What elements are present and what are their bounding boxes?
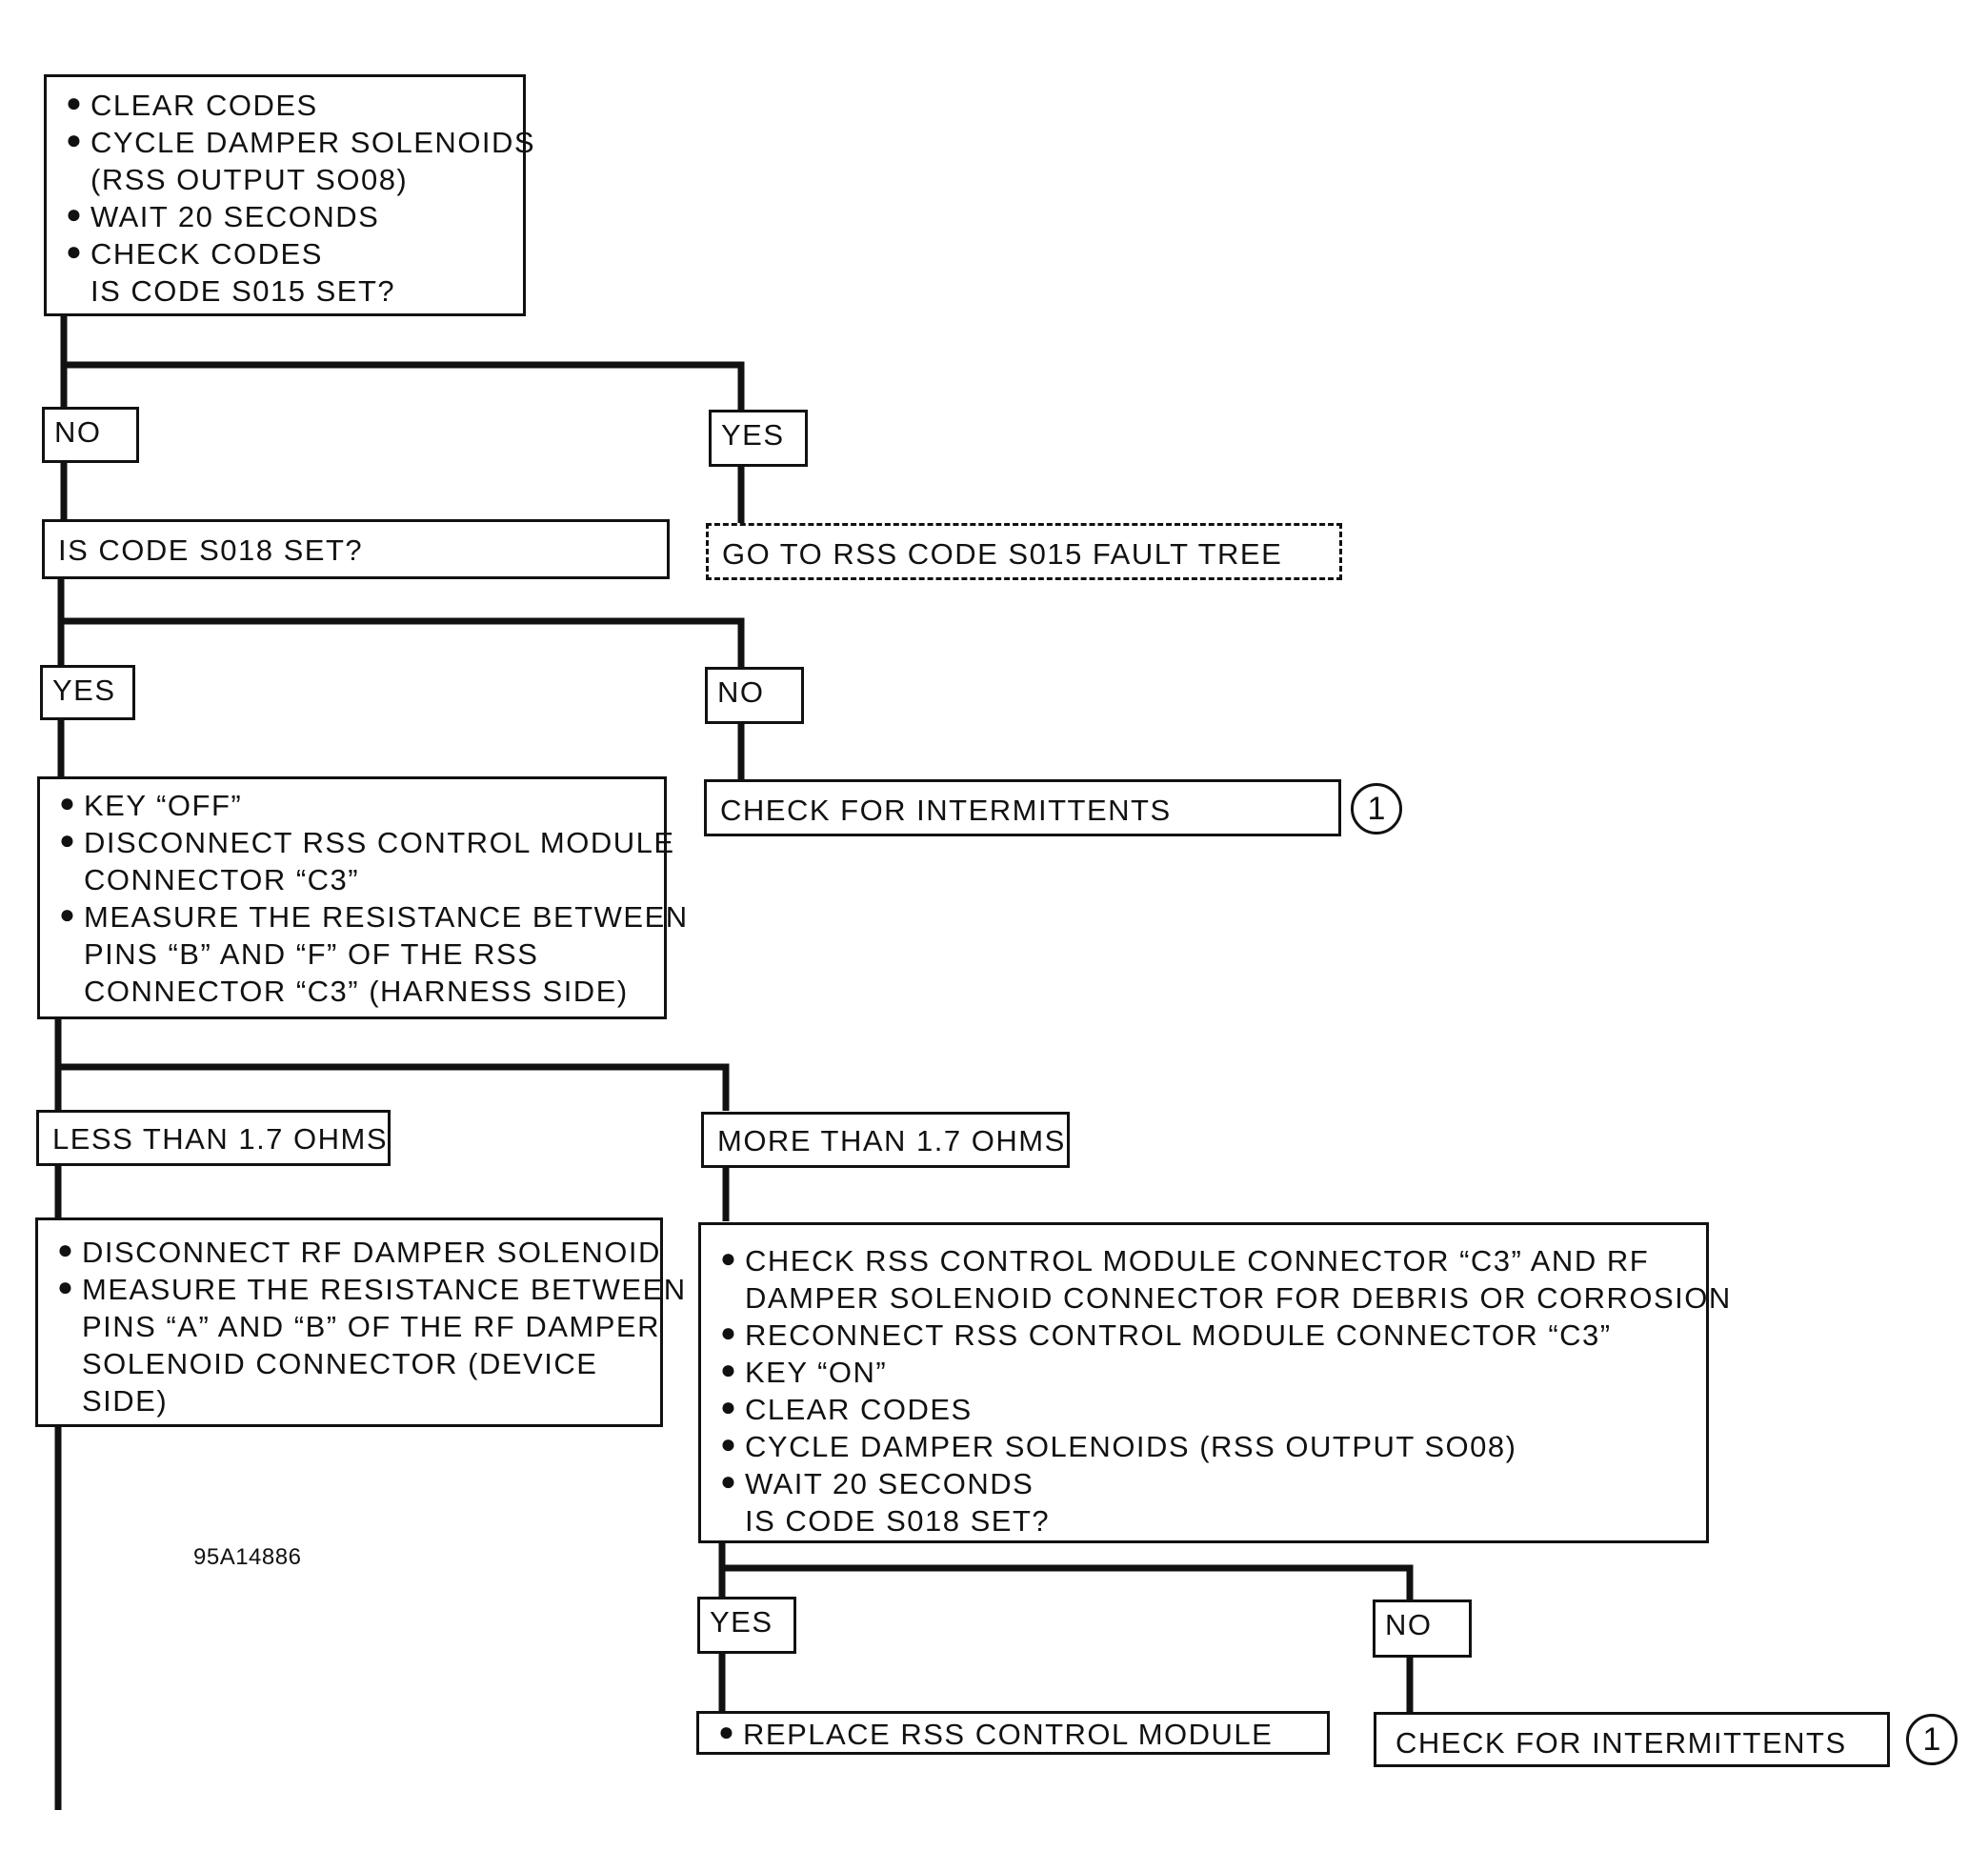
box-disconnect-rf-damper: ●DISCONNECT RF DAMPER SOLENOID ●MEASURE …: [35, 1217, 685, 1427]
connector-s018-no: [61, 617, 745, 667]
branch-label-no: NO: [42, 407, 139, 463]
box-is-code-s018: IS CODE S018 SET?: [42, 519, 670, 579]
bullet-icon: ●: [59, 825, 77, 855]
list-item: ●DISCONNECT RF DAMPER SOLENOID: [57, 1234, 659, 1271]
list-item: ●WAIT 20 SECONDS: [720, 1465, 1698, 1502]
branch-label-yes: YES: [709, 410, 808, 467]
list-item: ●WAIT 20 SECONDS: [66, 198, 515, 235]
list-item: ●CYCLE DAMPER SOLENOIDS (RSS OUTPUT SO08…: [66, 124, 534, 198]
bullet-icon: ●: [66, 199, 84, 229]
bullet-icon: ●: [720, 1466, 738, 1496]
replace-list: ●REPLACE RSS CONTROL MODULE: [699, 1714, 1327, 1753]
check-rss-question: IS CODE S018 SET?: [745, 1504, 1051, 1538]
list-item: ●DISCONNECT RSS CONTROL MODULE CONNECTOR…: [59, 824, 673, 898]
list-item: ●CLEAR CODES: [720, 1391, 1698, 1428]
bullet-icon: ●: [720, 1243, 738, 1273]
connector-keyoff-more: [58, 1063, 730, 1111]
list-item: ●RECONNECT RSS CONTROL MODULE CONNECTOR …: [720, 1317, 1698, 1354]
list-item: ●CHECK CODES: [66, 235, 515, 272]
start-list: ●CLEAR CODES ●CYCLE DAMPER SOLENOIDS (RS…: [47, 77, 534, 272]
branch-label-yes: YES: [40, 665, 135, 720]
bullet-icon: ●: [66, 236, 84, 266]
box-replace-rss-module: ●REPLACE RSS CONTROL MODULE: [696, 1711, 1330, 1755]
bullet-icon: ●: [59, 899, 77, 929]
bullet-icon: ●: [66, 88, 84, 117]
check-rss-list: ●CHECK RSS CONTROL MODULE CONNECTOR “C3”…: [701, 1225, 1730, 1502]
bullet-icon: ●: [720, 1392, 738, 1421]
branch-label-yes: YES: [697, 1597, 796, 1654]
bullet-icon: ●: [720, 1429, 738, 1459]
bullet-icon: ●: [720, 1355, 738, 1384]
list-item: ●MEASURE THE RESISTANCE BETWEEN PINS “A”…: [57, 1271, 685, 1419]
bullet-icon: ●: [720, 1318, 738, 1347]
list-item: ●REPLACE RSS CONTROL MODULE: [718, 1716, 1319, 1753]
box-start: ●CLEAR CODES ●CYCLE DAMPER SOLENOIDS (RS…: [44, 74, 534, 316]
bullet-icon: ●: [718, 1717, 736, 1746]
branch-label-less-than: LESS THAN 1.7 OHMS: [36, 1110, 391, 1166]
disconnect-rf-list: ●DISCONNECT RF DAMPER SOLENOID ●MEASURE …: [38, 1220, 685, 1419]
list-item: ●CYCLE DAMPER SOLENOIDS (RSS OUTPUT SO08…: [720, 1428, 1698, 1465]
box-check-intermittents: CHECK FOR INTERMITTENTS: [1374, 1712, 1890, 1767]
connector-check-no: [722, 1564, 1414, 1602]
reference-circle-1: 1: [1906, 1714, 1958, 1765]
box-key-off-measure: ●KEY “OFF” ●DISCONNECT RSS CONTROL MODUL…: [37, 776, 687, 1019]
list-item: ●KEY “ON”: [720, 1354, 1698, 1391]
bullet-icon: ●: [57, 1235, 75, 1264]
list-item: ●CLEAR CODES: [66, 87, 515, 124]
figure-id: 95A14886: [193, 1544, 302, 1570]
bullet-icon: ●: [57, 1272, 75, 1301]
connector-start-yes: [64, 361, 745, 412]
bullet-icon: ●: [66, 125, 84, 154]
branch-label-no: NO: [705, 667, 804, 724]
list-item: ●MEASURE THE RESISTANCE BETWEEN PINS “B”…: [59, 898, 687, 1010]
bullet-icon: ●: [59, 788, 77, 817]
list-item: ●KEY “OFF”: [59, 787, 656, 824]
branch-label-no: NO: [1373, 1599, 1472, 1658]
box-check-rss-connector: ●CHECK RSS CONTROL MODULE CONNECTOR “C3”…: [698, 1222, 1730, 1543]
list-item: ●CHECK RSS CONTROL MODULE CONNECTOR “C3”…: [720, 1242, 1730, 1317]
box-goto-s015-fault-tree: GO TO RSS CODE S015 FAULT TREE: [706, 523, 1342, 580]
start-question: IS CODE S015 SET?: [90, 274, 396, 308]
branch-label-more-than: MORE THAN 1.7 OHMS: [701, 1112, 1070, 1168]
reference-circle-1: 1: [1351, 783, 1402, 835]
box-check-intermittents: CHECK FOR INTERMITTENTS: [704, 779, 1341, 836]
key-off-list: ●KEY “OFF” ●DISCONNECT RSS CONTROL MODUL…: [40, 779, 687, 1010]
